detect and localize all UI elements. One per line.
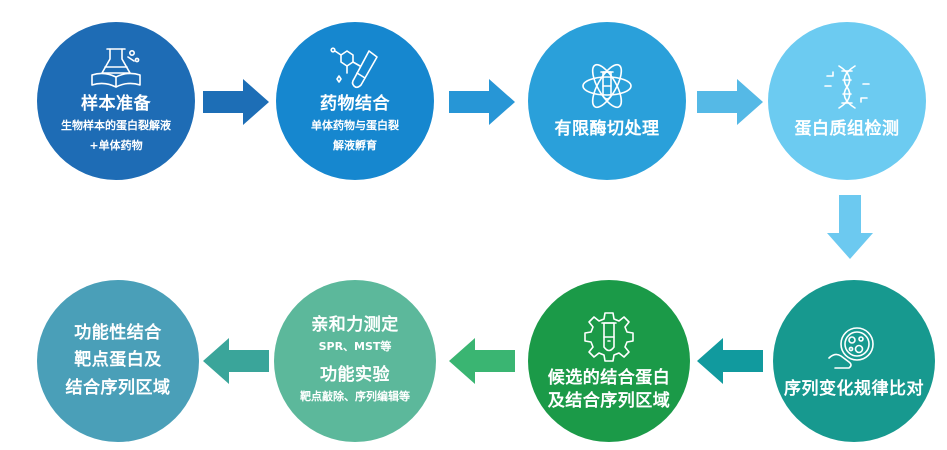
petri-dish-icon xyxy=(825,322,883,372)
step-title: 有限酶切处理 xyxy=(554,118,660,139)
step-title: 蛋白质组检测 xyxy=(794,118,900,139)
arrow-shape xyxy=(203,338,269,384)
step-title: 序列变化规律比对 xyxy=(784,378,924,399)
step-affinity-and-function: 亲和力测定 SPR、MST等 功能实验 靶点敲除、序列编辑等 xyxy=(274,280,436,442)
step-functional-binding-targets: 功能性结合 靶点蛋白及 结合序列区域 xyxy=(37,280,199,442)
arrow-left xyxy=(697,338,763,384)
step-sequence-comparison: 序列变化规律比对 xyxy=(773,280,935,442)
step-title: 样本准备 xyxy=(81,93,151,114)
step-title: 功能实验 xyxy=(320,365,390,385)
gear-testtube-icon xyxy=(581,309,637,365)
arrow-shape xyxy=(827,195,873,259)
step-drug-binding: 药物结合 单体药物与蛋白裂 解液孵育 xyxy=(276,22,434,180)
step-title: 功能性结合 xyxy=(74,323,162,344)
step-proteome-detection: 蛋白质组检测 xyxy=(768,22,926,180)
arrow-shape xyxy=(697,338,763,384)
step-title: 药物结合 xyxy=(320,93,390,114)
arrow-shape xyxy=(203,79,269,125)
atom-testtube-icon xyxy=(579,62,635,112)
arrow-shape xyxy=(697,79,763,125)
step-subtitle: 靶点敲除、序列编辑等 xyxy=(300,389,410,403)
step-subtitle: SPR、MST等 xyxy=(318,340,392,354)
step-subtitle: 单体药物与蛋白裂 xyxy=(311,118,399,132)
arrow-down xyxy=(827,195,873,259)
step-title: 及结合序列区域 xyxy=(547,391,671,411)
arrow-left xyxy=(449,338,515,384)
step-subtitle: +单体药物 xyxy=(89,139,143,153)
arrow-right xyxy=(697,79,763,125)
arrow-right xyxy=(203,79,269,125)
step-subtitle: 生物样本的蛋白裂解液 xyxy=(61,118,171,132)
step-candidate-binding-proteins: 候选的结合蛋白 及结合序列区域 xyxy=(528,280,690,442)
step-title: 靶点蛋白及 xyxy=(74,350,162,371)
arrow-right xyxy=(449,79,515,125)
step-title: 亲和力测定 xyxy=(311,315,399,336)
arrow-left xyxy=(203,338,269,384)
step-title: 结合序列区域 xyxy=(65,377,171,398)
step-limited-proteolysis: 有限酶切处理 xyxy=(528,22,686,180)
dna-icon xyxy=(819,62,875,112)
molecule-testtube-icon xyxy=(327,45,383,91)
arrow-shape xyxy=(449,338,515,384)
step-subtitle: 解液孵育 xyxy=(333,139,377,153)
book-flask-icon xyxy=(88,45,144,91)
step-title: 候选的结合蛋白 xyxy=(547,368,671,389)
step-sample-preparation: 样本准备 生物样本的蛋白裂解液 +单体药物 xyxy=(37,22,195,180)
arrow-shape xyxy=(449,79,515,125)
